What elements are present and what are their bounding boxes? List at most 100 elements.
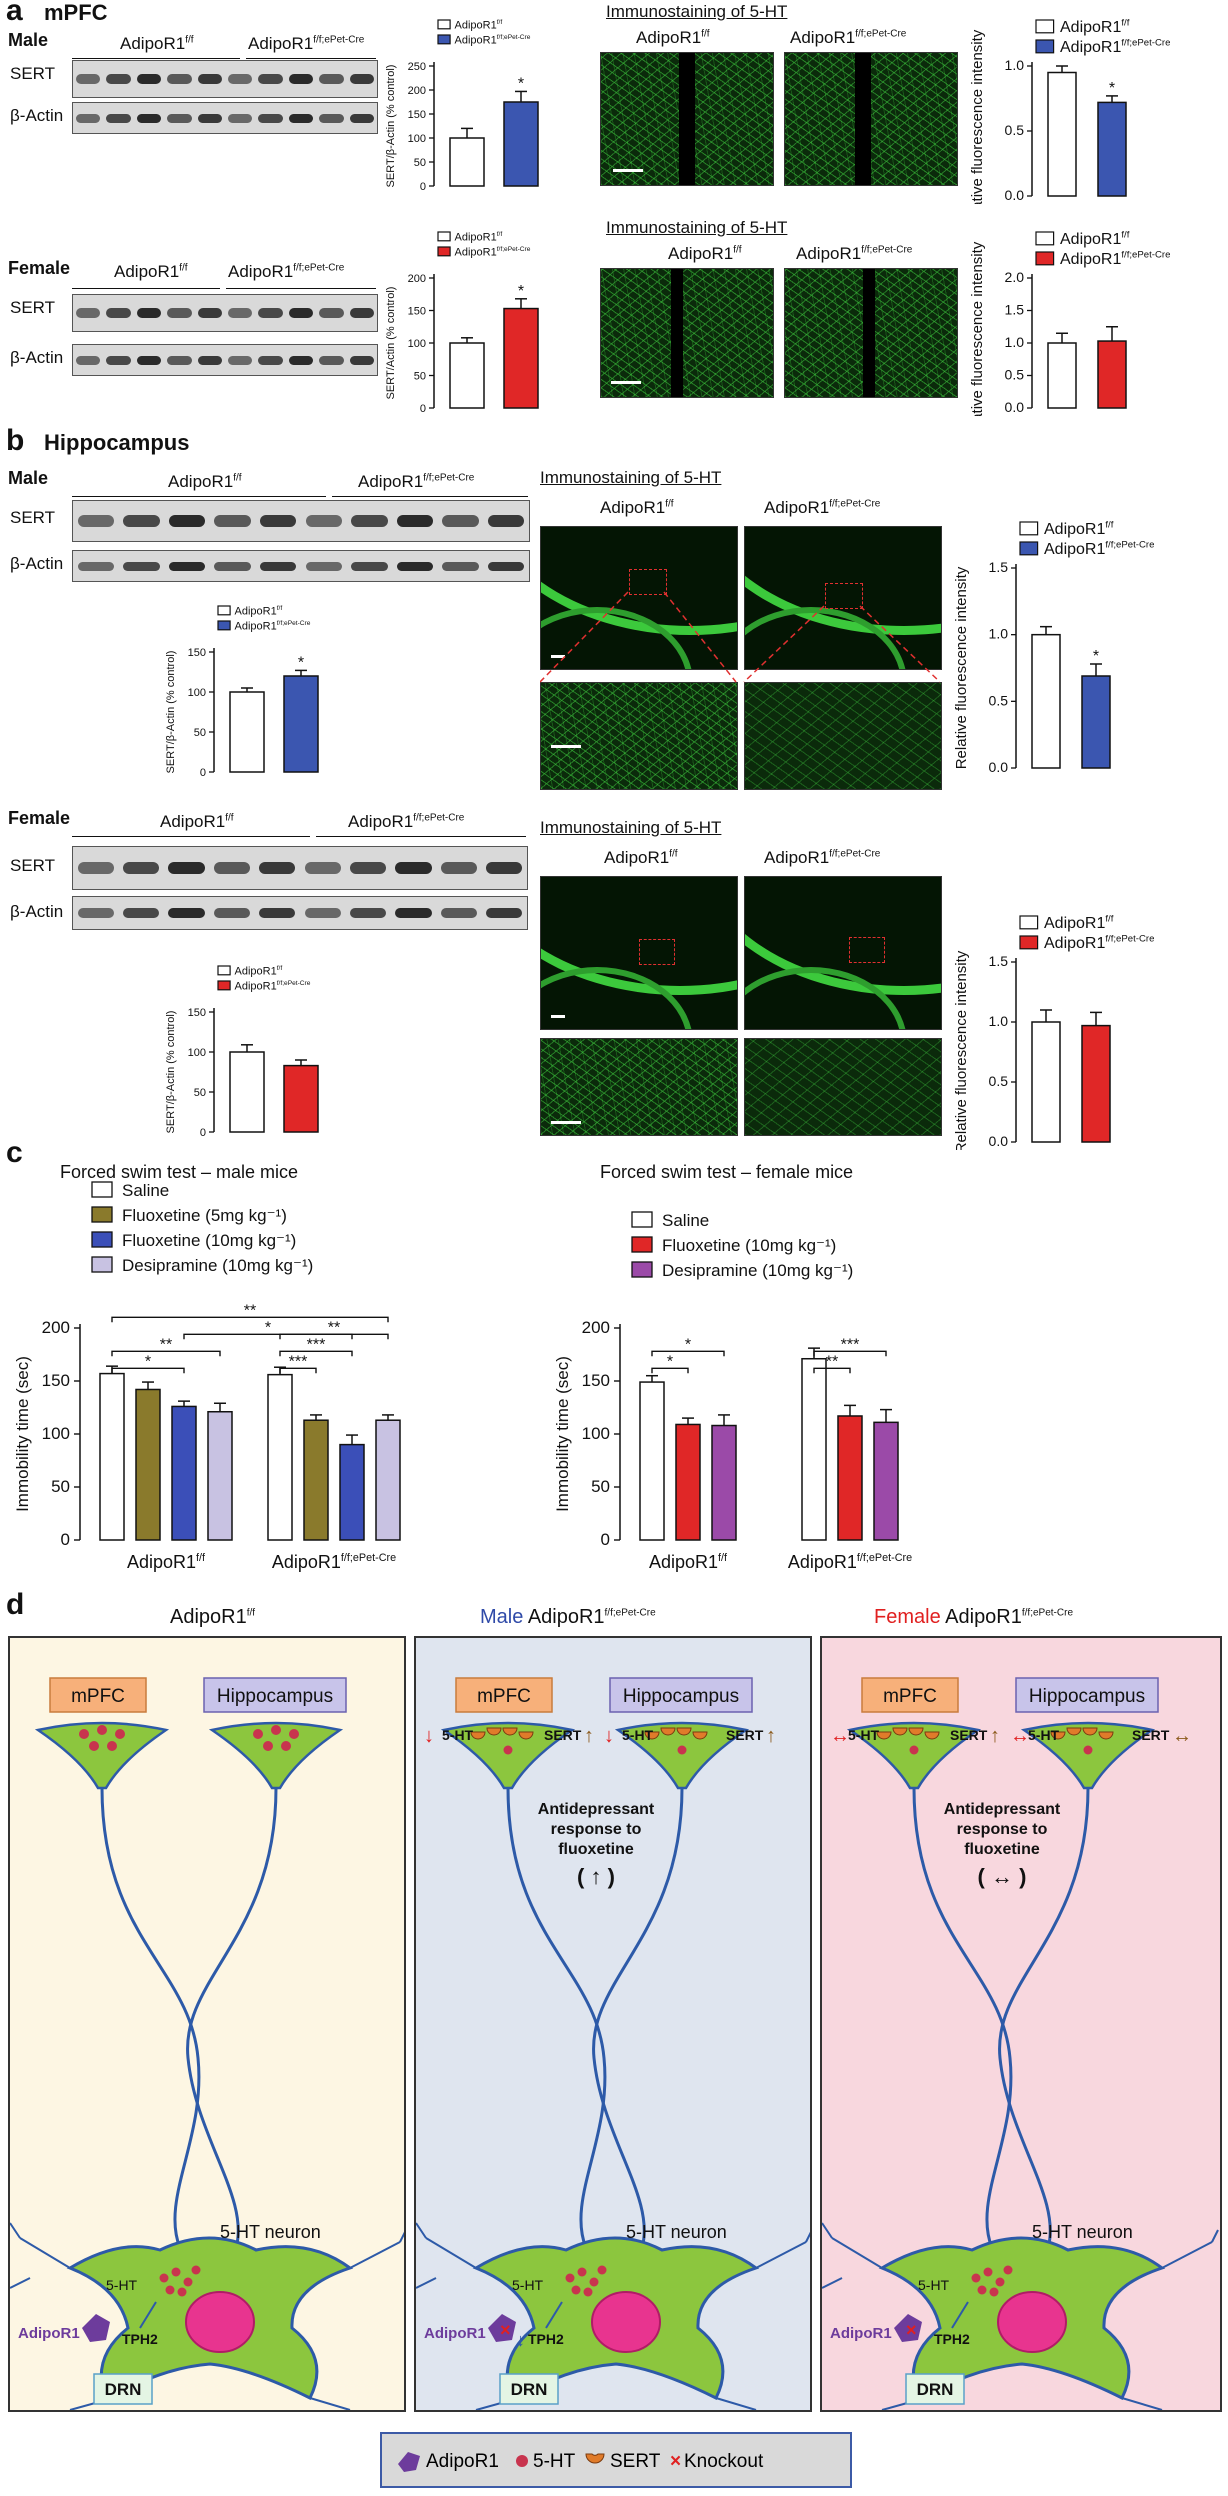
legend-label: Fluoxetine (10mg kg⁻¹) (122, 1231, 296, 1250)
5ht-dot (503, 1745, 513, 1755)
x-group-label: AdipoR1f/f (649, 1552, 728, 1572)
dendrite (425, 2237, 477, 2269)
y-tick-label: 200 (408, 273, 426, 285)
significance-label: ** (328, 1319, 340, 1336)
axon-left (100, 1787, 201, 2249)
panel-d-label: d (6, 1588, 25, 1621)
5ht-dot (989, 2287, 999, 2297)
5ht-dot (995, 2277, 1005, 2287)
a-male-imm-label-1: AdipoR1f/f (636, 28, 710, 47)
adipor1-label: AdipoR1 (18, 2325, 80, 2342)
dendrite (1161, 2241, 1213, 2269)
axon-terminal-mpfc (34, 1721, 170, 1790)
blot-band (122, 908, 160, 918)
blot-band (213, 861, 251, 875)
bar (1031, 1021, 1061, 1143)
axon-right (592, 1787, 684, 2249)
legend-swatch (91, 1231, 113, 1248)
bar (873, 1421, 899, 1541)
y-axis-label: Immobility time (sec) (553, 1356, 572, 1512)
y-tick-label: 50 (414, 157, 426, 169)
significance-label: * (298, 654, 304, 671)
blot-band (319, 113, 344, 123)
a-female-group2-line (226, 288, 376, 289)
legend-label: AdipoR1f/f;ePet-Cre (1044, 934, 1154, 952)
legend-label: AdipoR1f/f;ePet-Cre (455, 246, 531, 258)
blot-band (288, 113, 314, 123)
x-group-label: AdipoR1f/f (127, 1552, 206, 1572)
axon-terminal-hippocampus (614, 1721, 750, 1790)
bar (283, 675, 319, 773)
blot-band (168, 908, 205, 918)
legend-swatch (631, 1211, 653, 1228)
mpfc-box-label: mPFC (71, 1686, 125, 1707)
blot-band (168, 861, 205, 875)
blot-band (76, 355, 101, 365)
5ht-dot (909, 1745, 919, 1755)
bar (207, 1410, 233, 1541)
a-female-label: Female (8, 258, 71, 278)
sert-icon (1050, 1731, 1066, 1740)
blot-band (167, 307, 192, 319)
axon-right (998, 1787, 1090, 2249)
soma-ht-label: 5-HT (106, 2277, 138, 2293)
knockout-x-icon: × (500, 2320, 511, 2340)
y-tick-label: 0.0 (1005, 187, 1025, 203)
y-tick-label: 150 (408, 109, 426, 121)
y-tick-label: 200 (408, 85, 426, 97)
response-text-line3: fluoxetine (964, 1841, 1040, 1858)
y-tick-label: 0 (420, 181, 426, 193)
nucleus (185, 2291, 255, 2353)
hippocampus-box (1015, 1677, 1159, 1713)
sert-icon (876, 1731, 892, 1740)
blot-band (228, 113, 253, 123)
y-tick-label: 0.5 (1005, 122, 1025, 138)
sert-icon (1066, 1727, 1082, 1736)
5ht-dot (1083, 1745, 1093, 1755)
significance-bracket (813, 1367, 851, 1374)
blot-band (351, 561, 388, 571)
bottom-legend-icons: AdipoR1 5-HT SERT × Knockout (398, 2451, 764, 2472)
blot-band (288, 307, 314, 319)
5ht-dot (159, 2273, 169, 2283)
blot-band (259, 515, 297, 527)
response-arrow: ( ↑ ) (577, 1864, 615, 1889)
knockout-x-icon: × (906, 2320, 917, 2340)
y-tick-label: 2.0 (1005, 269, 1025, 285)
legend-swatch (437, 19, 451, 30)
blot-band (136, 113, 162, 123)
y-tick-label: 100 (408, 338, 426, 350)
blot-band (106, 73, 131, 85)
blot-band (168, 561, 206, 571)
blot-band (76, 307, 101, 319)
dendrite (9, 2277, 31, 2289)
sert-icon (660, 1727, 676, 1736)
sert-icon (486, 1727, 502, 1736)
neuron-label: 5-HT neuron (220, 2222, 321, 2242)
sert-icon (644, 1731, 660, 1740)
bar (1081, 675, 1111, 769)
y-tick-label: 200 (42, 1318, 70, 1337)
a-female-group1-line (72, 288, 220, 289)
synthesis-arrow (139, 2301, 157, 2329)
legend-swatch (437, 246, 451, 257)
dendrite (805, 2229, 813, 2243)
significance-label: *** (289, 1353, 308, 1370)
y-tick-label: 0.0 (1005, 399, 1025, 415)
legend-swatch (1019, 521, 1039, 536)
5ht-dot (183, 2277, 193, 2287)
neuron-label: 5-HT neuron (1032, 2222, 1133, 2242)
legend-label: AdipoR1f/f (1060, 230, 1130, 248)
legend-label: Saline (662, 1211, 709, 1230)
legend-label: AdipoR1f/f (455, 19, 503, 31)
adipor1-icon (398, 2452, 420, 2472)
b-female-imm-label-1: AdipoR1f/f (604, 848, 678, 867)
legend-swatch (217, 965, 231, 976)
y-tick-label: 0 (420, 403, 426, 415)
bar (1047, 71, 1077, 197)
dendrite (309, 2397, 351, 2411)
significance-bracket (813, 1350, 887, 1357)
bar (639, 1381, 665, 1541)
